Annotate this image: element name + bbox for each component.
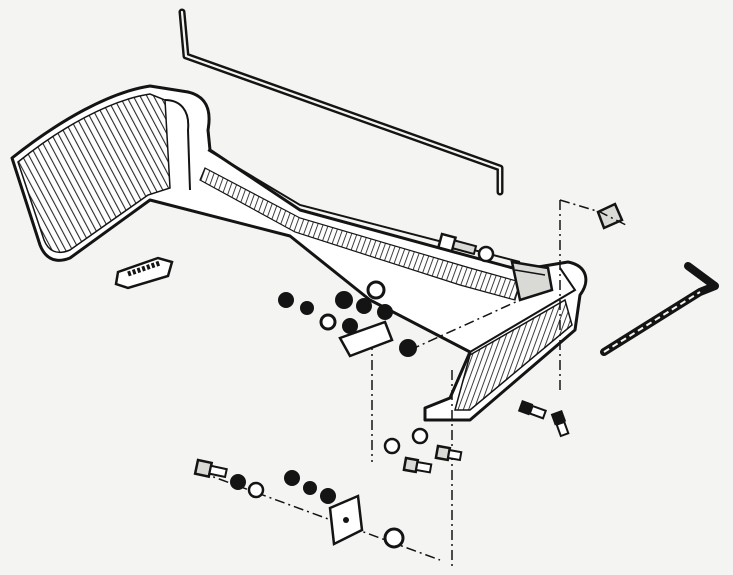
jack-handle-rod	[600, 262, 719, 356]
clamp-plate	[338, 320, 394, 358]
washer	[477, 245, 495, 263]
washer	[247, 481, 265, 499]
license-plate-light	[114, 256, 174, 290]
bolt	[434, 444, 463, 462]
bolt	[402, 456, 433, 474]
bolt	[193, 458, 228, 479]
bolt	[517, 400, 548, 420]
washer	[383, 437, 401, 455]
nut-cluster	[278, 280, 417, 357]
bolt-washer-nut-sets	[193, 232, 570, 549]
bolt	[550, 410, 570, 438]
washer	[411, 427, 429, 445]
nut	[284, 470, 300, 486]
bumper-bracket	[510, 260, 554, 302]
bolt	[436, 232, 478, 256]
nut	[303, 481, 317, 495]
bumper-blade	[10, 84, 588, 422]
washer	[230, 474, 246, 490]
mounting-clip	[596, 202, 624, 230]
nut	[320, 488, 336, 504]
washer	[383, 527, 405, 549]
